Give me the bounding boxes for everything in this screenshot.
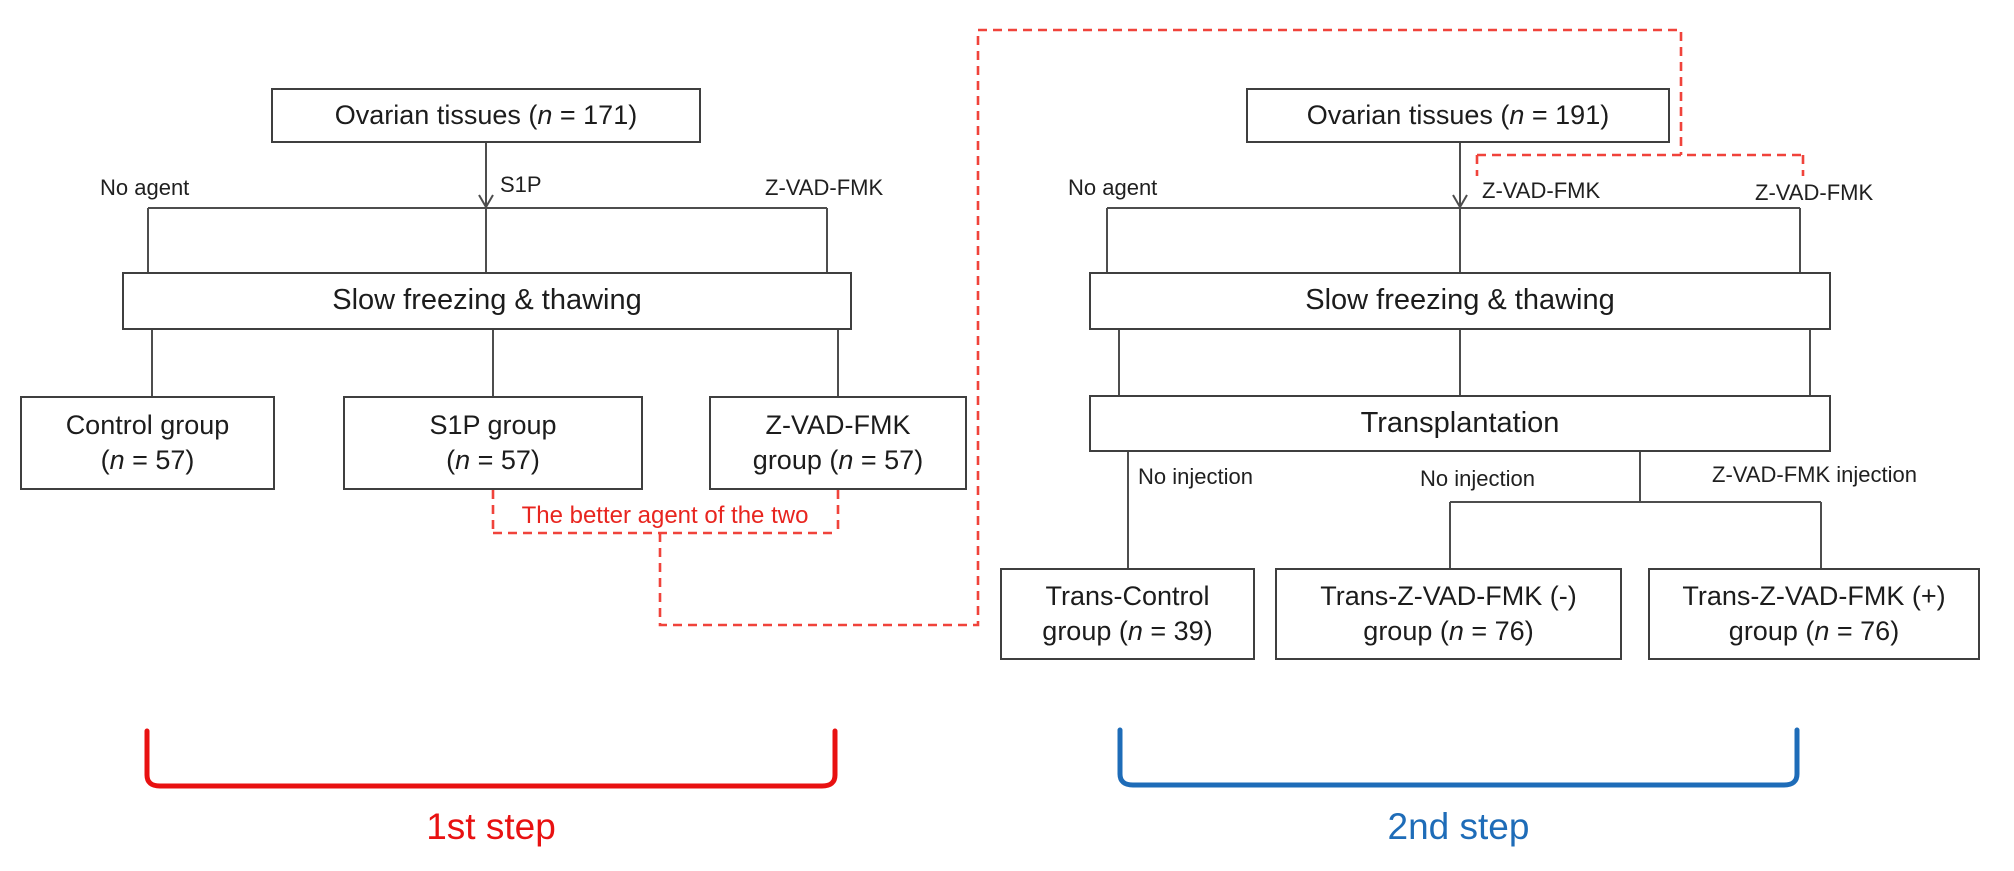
box-text: group (n = 76) [1363, 616, 1534, 646]
step1-label-zvadfmk: Z-VAD-FMK [765, 175, 884, 200]
step2-transplantation-box: Transplantation [1089, 395, 1831, 452]
step2-freezing-box: Slow freezing & thawing [1089, 272, 1831, 330]
box-text: Ovarian tissues (n = 171) [334, 100, 638, 131]
better-agent-transfer-route [658, 28, 1683, 627]
box-text: (n = 57) [446, 445, 540, 475]
box-text: Control group [65, 410, 230, 441]
step1-zvadfmk-group-box: Z-VAD-FMK group (n = 57) [709, 396, 967, 490]
step2-connectors [1106, 143, 1822, 568]
box-text: S1P group [429, 410, 557, 441]
better-agent-split [1475, 153, 1805, 176]
step1-bracket [144, 728, 838, 789]
step2-label-no-agent: No agent [1068, 175, 1158, 200]
step1-freezing-box: Slow freezing & thawing [122, 272, 852, 330]
step2-transcontrol-group-box: Trans-Control group (n = 39) [1000, 568, 1255, 660]
step2-bracket [1117, 727, 1800, 788]
step1-control-group-box: Control group (n = 57) [20, 396, 275, 490]
step2-label-no-injection-mid: No injection [1420, 466, 1535, 491]
step2-trans-zvadfmk-minus-box: Trans-Z-VAD-FMK (-) group (n = 76) [1275, 568, 1622, 660]
box-text: Trans-Z-VAD-FMK (-) [1320, 581, 1577, 612]
box-text: Trans-Z-VAD-FMK (+) [1682, 581, 1946, 612]
box-text: Slow freezing & thawing [1305, 284, 1615, 317]
step2-label-zvadfmk-injection: Z-VAD-FMK injection [1712, 462, 1917, 487]
box-text: Trans-Control [1045, 581, 1210, 612]
step2-trans-zvadfmk-plus-box: Trans-Z-VAD-FMK (+) group (n = 76) [1648, 568, 1980, 660]
step1-label-s1p: S1P [500, 172, 542, 197]
step2-caption: 2nd step [1387, 806, 1530, 847]
box-text: Z-VAD-FMK [765, 410, 911, 441]
step2-label-zvadfmk-mid: Z-VAD-FMK [1482, 178, 1601, 203]
box-text: Slow freezing & thawing [332, 284, 642, 317]
box-text: group (n = 39) [1042, 616, 1213, 646]
step1-caption: 1st step [426, 806, 556, 847]
box-text: Transplantation [1360, 406, 1560, 439]
box-text: group (n = 76) [1728, 616, 1900, 646]
box-text: group (n = 57) [752, 445, 924, 475]
step1-label-no-agent: No agent [100, 175, 190, 200]
step1-s1p-group-box: S1P group (n = 57) [343, 396, 643, 490]
step2-root-box: Ovarian tissues (n = 191) [1246, 88, 1670, 143]
better-agent-collector [491, 490, 840, 535]
step2-label-no-injection-left: No injection [1138, 464, 1253, 489]
better-agent-note: The better agent of the two [521, 502, 809, 529]
better-agent-dashed-path [491, 28, 1805, 627]
step1-root-box: Ovarian tissues (n = 171) [271, 88, 701, 143]
box-text: Ovarian tissues (n = 191) [1306, 100, 1610, 131]
box-text: (n = 57) [100, 445, 195, 475]
step2-label-zvadfmk-right: Z-VAD-FMK [1755, 180, 1874, 205]
step1-connectors [147, 143, 839, 396]
